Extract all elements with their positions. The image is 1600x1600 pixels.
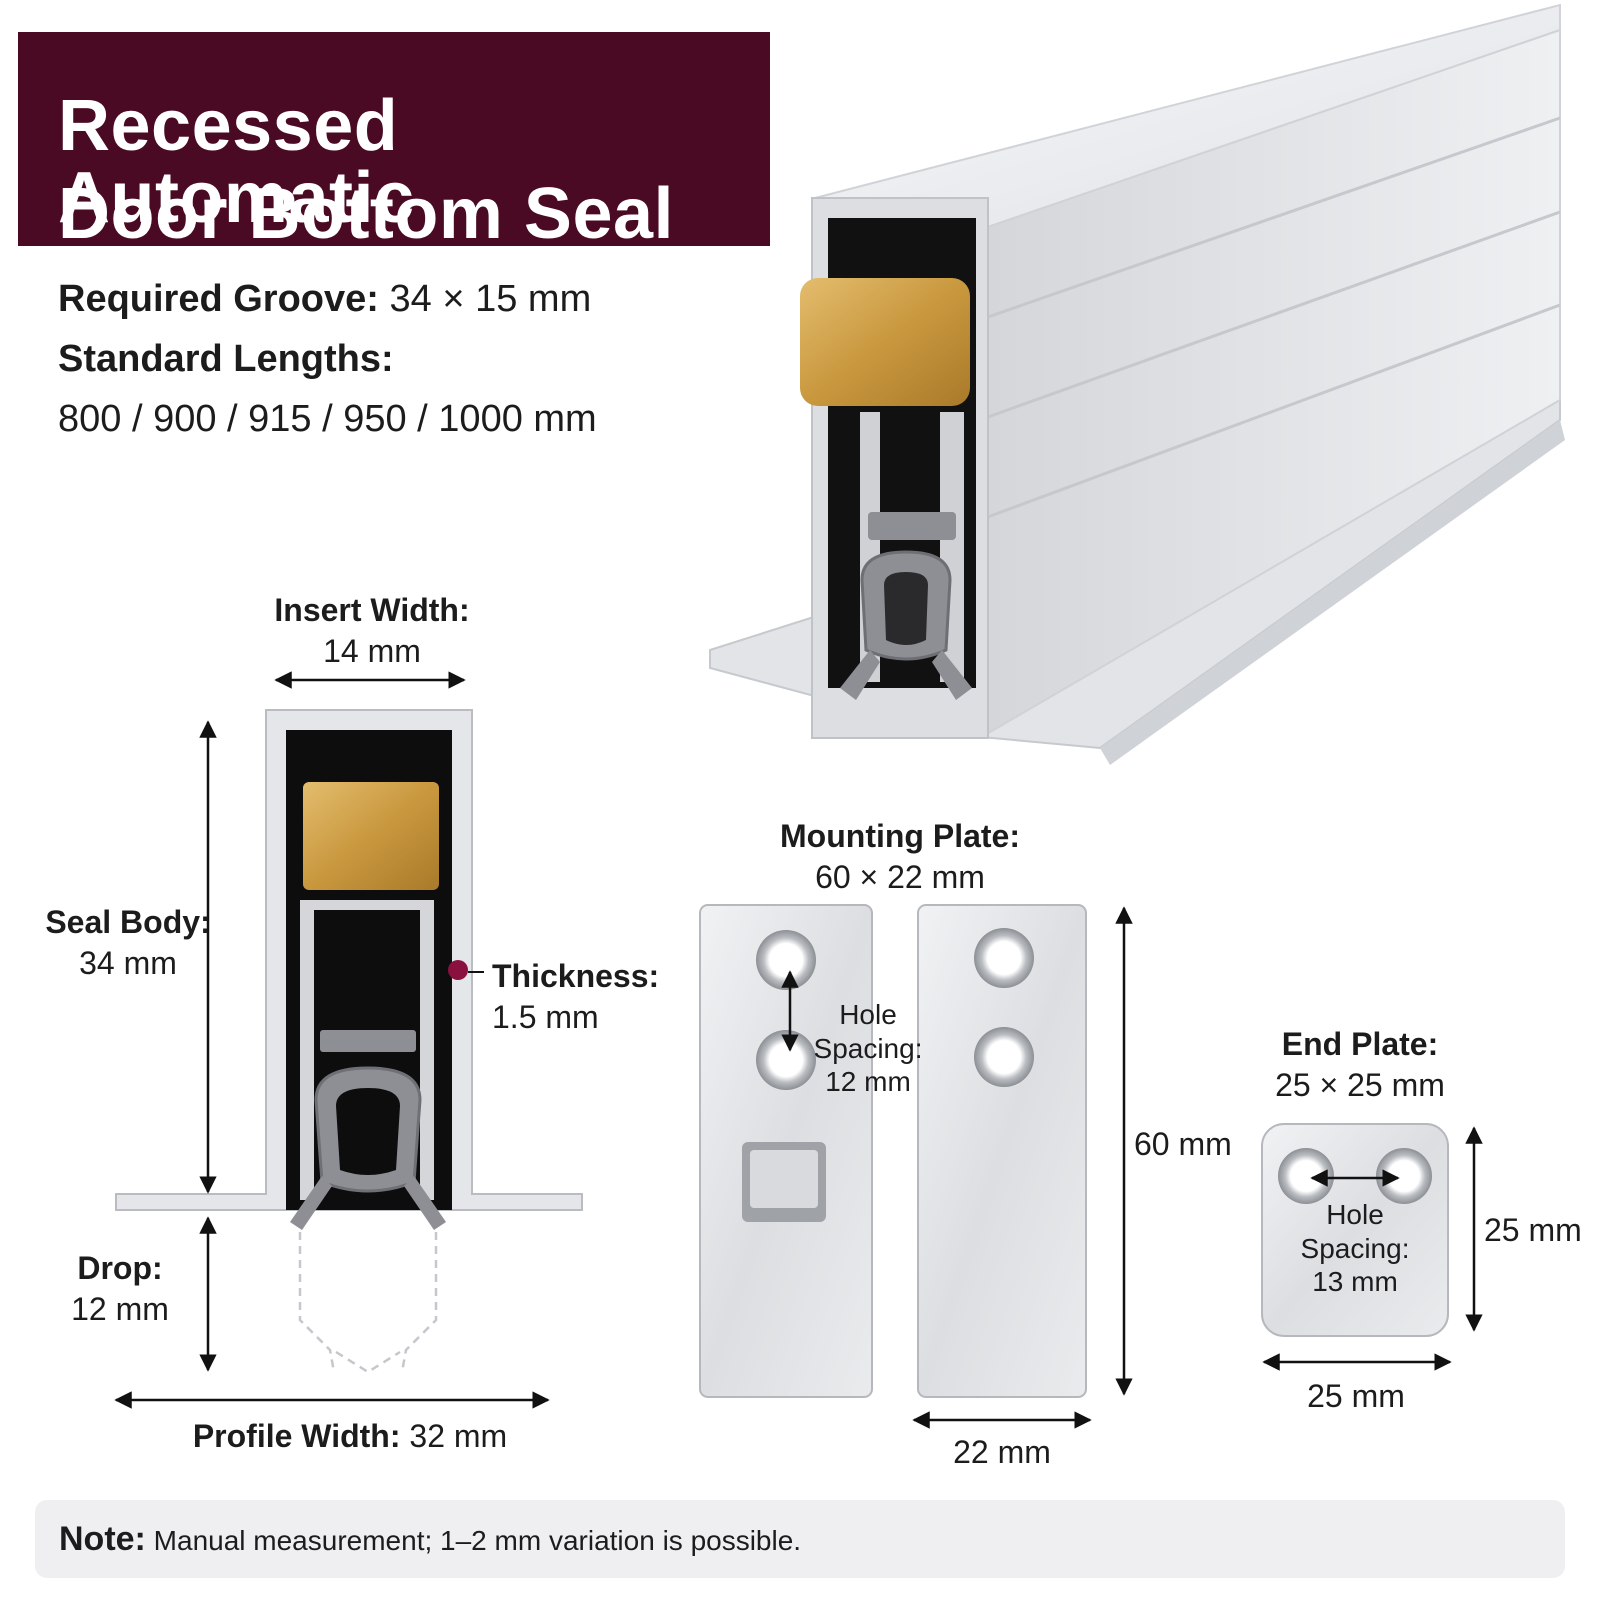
end-hole-spacing-label-1: Hole: [1326, 1199, 1384, 1230]
mounting-hole-top-left: [756, 930, 816, 990]
mounting-hole-spacing-value: 12 mm: [825, 1066, 911, 1098]
seal-body-label: Seal Body:: [45, 904, 211, 940]
mounting-hole-spacing-label-1: Hole: [839, 999, 897, 1030]
mounting-hole-spacing-callout: Hole Spacing: 12 mm: [808, 998, 928, 1099]
seal-body-value: 34 mm: [79, 944, 177, 981]
insert-width-callout: Insert Width: 14 mm: [262, 590, 482, 672]
mounting-hole-top-right: [974, 928, 1034, 988]
extrusion-3d-view: [709, 3, 1565, 765]
mounting-hole-bottom-left: [756, 1030, 816, 1090]
mounting-plate-left: [699, 904, 873, 1398]
drop-callout: Drop: 12 mm: [50, 1248, 190, 1330]
end-width-value: 25 mm: [1307, 1378, 1405, 1414]
drop-value: 12 mm: [71, 1290, 169, 1327]
note-content: Note: Manual measurement; 1–2 mm variati…: [59, 1520, 801, 1559]
end-hole-spacing-label-2: Spacing:: [1300, 1232, 1410, 1264]
mounting-plate-label: Mounting Plate:: [780, 818, 1020, 854]
title-line-2: Door Bottom Seal: [58, 174, 675, 254]
thickness-label: Thickness:: [492, 958, 660, 994]
standard-lengths-value: 800 / 900 / 915 / 950 / 1000 mm: [58, 398, 597, 440]
insert-width-value: 14 mm: [323, 632, 421, 669]
mounting-plate-right: [917, 904, 1087, 1398]
end-plate-size: 25 × 25 mm: [1275, 1066, 1445, 1103]
profile-width-label: Profile Width:: [192, 1418, 401, 1454]
end-height-value: 25 mm: [1484, 1212, 1582, 1248]
note-label: Note:: [59, 1520, 146, 1558]
drop-label: Drop:: [77, 1250, 163, 1286]
seal-body-callout: Seal Body: 34 mm: [30, 902, 226, 984]
end-hole-spacing-callout: Hole Spacing: 13 mm: [1294, 1198, 1416, 1299]
standard-lengths-label: Standard Lengths:: [58, 338, 394, 380]
end-plate-callout: End Plate: 25 × 25 mm: [1250, 1024, 1470, 1106]
mounting-width-value: 22 mm: [953, 1434, 1051, 1470]
title-banner: Recessed Automatic Door Bottom Seal: [18, 32, 770, 250]
thickness-value: 1.5 mm: [492, 998, 599, 1035]
mounting-height-value: 60 mm: [1134, 1126, 1232, 1162]
mounting-plate-size: 60 × 22 mm: [815, 858, 985, 895]
profile-width-value: 32 mm: [409, 1418, 508, 1454]
mounting-hole-bottom-right: [974, 1027, 1034, 1087]
end-plate-hole-left: [1278, 1148, 1334, 1204]
insert-width-label: Insert Width:: [274, 592, 470, 628]
required-groove-value: 34 × 15 mm: [389, 278, 592, 320]
required-groove-spec: Required Groove: 34 × 15 mm: [58, 280, 591, 318]
mounting-plate-callout: Mounting Plate: 60 × 22 mm: [760, 816, 1040, 898]
note-text: Manual measurement; 1–2 mm variation is …: [153, 1525, 802, 1556]
note-bar: Note: Manual measurement; 1–2 mm variati…: [35, 1500, 1565, 1578]
required-groove-label: Required Groove:: [58, 278, 379, 320]
thickness-callout: Thickness: 1.5 mm: [492, 956, 659, 1038]
profile-width-callout: Profile Width: 32 mm: [190, 1416, 510, 1457]
end-plate-label: End Plate:: [1281, 1026, 1439, 1062]
end-plate-hole-right: [1376, 1148, 1432, 1204]
title-line-1: Recessed Automatic: [58, 86, 415, 238]
cross-section-profile: [115, 709, 583, 1374]
end-hole-spacing-value: 13 mm: [1312, 1266, 1398, 1298]
end-plate: [1261, 1123, 1449, 1337]
mounting-hole-spacing-label-2: Spacing:: [813, 1032, 923, 1064]
